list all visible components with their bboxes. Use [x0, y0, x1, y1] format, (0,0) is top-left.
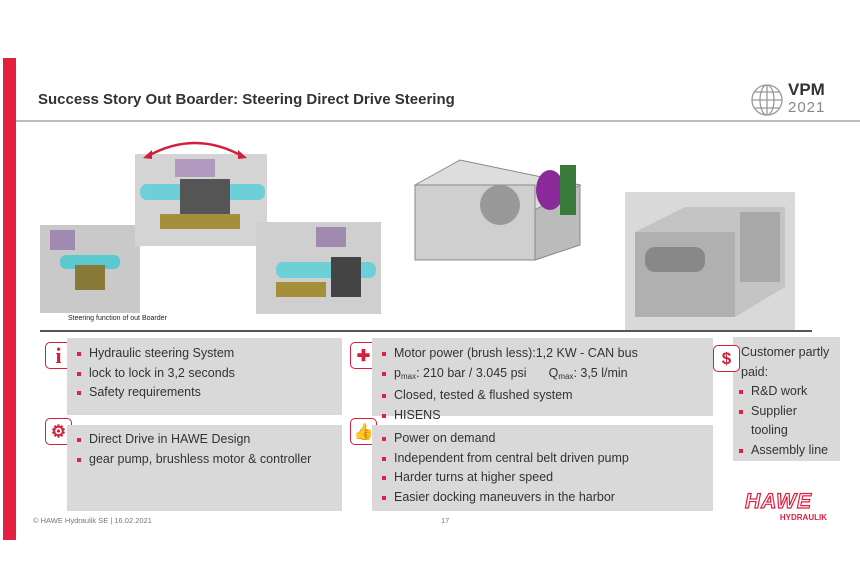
bullet: Supplier — [737, 402, 840, 422]
specs-box: Motor power (brush less):1,2 KW - CAN bu… — [372, 338, 713, 422]
steering-image-1 — [40, 225, 140, 313]
bullet-continuation: tooling — [751, 423, 788, 437]
accent-bar — [3, 58, 16, 540]
page-number: 17 — [441, 516, 450, 525]
bullet: lock to lock in 3,2 seconds — [75, 364, 342, 384]
thumbs-up-icon: 👍 — [350, 418, 377, 445]
rotation-arrow-icon — [143, 141, 247, 159]
funding-heading-2: paid: — [741, 364, 769, 379]
bullet: Assembly line — [737, 441, 840, 461]
bullet: Independent from central belt driven pum… — [380, 449, 713, 469]
steering-image-2 — [135, 154, 267, 246]
vpm-logo: VPM 2021 — [750, 80, 832, 120]
bullet: Easier docking maneuvers in the harbor — [380, 488, 713, 508]
drive-unit-cad-image — [410, 145, 586, 271]
bullet: Closed, tested & flushed system — [380, 386, 713, 406]
brand-name: HAWE — [744, 490, 812, 513]
bullet: Power on demand — [380, 429, 713, 449]
bullet: R&D work — [737, 382, 840, 402]
slide-title: Success Story Out Boarder: Steering Dire… — [38, 91, 455, 108]
bullet: Safety requirements — [75, 383, 342, 403]
footer-copyright: © HAWE Hydraulik SE | 16.02.2021 — [33, 516, 152, 525]
image-caption: Steering function of out Boarder — [68, 315, 167, 322]
bullet: gear pump, brushless motor & controller — [75, 450, 342, 470]
steering-image-3 — [256, 222, 381, 314]
title-divider — [16, 120, 860, 122]
hawe-logo: HAWE HYDRAULIK — [744, 490, 831, 523]
bullet: Hydraulic steering System — [75, 344, 342, 364]
bullet: Harder turns at higher speed — [380, 468, 713, 488]
brand-sub: HYDRAULIK — [779, 513, 827, 522]
globe-icon — [751, 84, 783, 116]
dollar-icon: $ — [713, 345, 740, 372]
funding-heading: Customer partly — [741, 345, 830, 359]
logo-year: 2021 — [788, 99, 826, 116]
content-divider — [40, 330, 812, 332]
bullet: Direct Drive in HAWE Design — [75, 430, 342, 450]
bullet: Motor power (brush less):1,2 KW - CAN bu… — [380, 344, 713, 364]
bullet: HISENS — [380, 406, 713, 426]
logo-vpm: VPM — [788, 80, 825, 99]
drive-unit-photo — [625, 192, 795, 330]
